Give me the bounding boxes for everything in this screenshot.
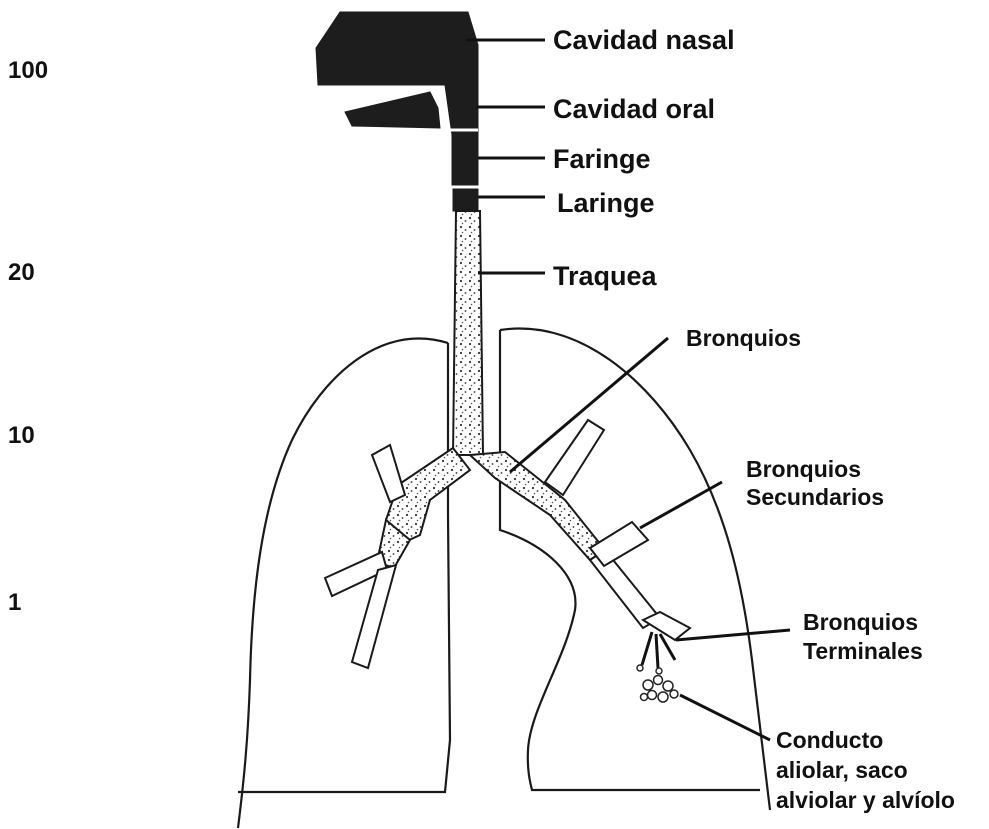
leader-bronquios-secundarios bbox=[640, 482, 722, 528]
scale-value-1: 1 bbox=[8, 589, 21, 616]
label-bronquios-terminales-line1: Bronquios bbox=[803, 609, 918, 635]
right-main-bronchus bbox=[470, 452, 605, 560]
label-bronquios-terminales-line2: Terminales bbox=[803, 638, 923, 664]
scale-axis: 100 20 10 1 bbox=[8, 57, 48, 616]
left-lung-mediastinal-edge bbox=[238, 343, 450, 792]
lungs bbox=[238, 329, 770, 828]
right-lung-mediastinal-edge bbox=[500, 330, 760, 790]
labels: Cavidad nasal Cavidad oral Faringe Larin… bbox=[553, 25, 955, 813]
label-traquea: Traquea bbox=[553, 261, 658, 291]
label-bronquios: Bronquios bbox=[686, 325, 801, 351]
upper-airway bbox=[316, 12, 478, 211]
scale-value-20: 20 bbox=[8, 259, 35, 286]
label-bronquios-secundarios-line1: Bronquios bbox=[746, 456, 861, 482]
label-laringe: Laringe bbox=[557, 188, 655, 218]
nasal-cavity bbox=[316, 12, 478, 185]
trachea bbox=[453, 211, 483, 455]
terminal-bronchi bbox=[637, 612, 690, 674]
label-bronquios-secundarios-line2: Secundarios bbox=[746, 484, 884, 510]
right-secondary-bronchus bbox=[590, 522, 648, 566]
alveoli-cluster bbox=[641, 676, 679, 703]
left-upper-lobar-bronchus bbox=[372, 445, 405, 502]
oral-cavity bbox=[345, 92, 440, 128]
scale-value-100: 100 bbox=[8, 57, 48, 84]
label-cavidad-oral: Cavidad oral bbox=[553, 94, 715, 124]
label-cavidad-nasal: Cavidad nasal bbox=[553, 25, 735, 55]
scale-value-10: 10 bbox=[8, 422, 35, 449]
label-conducto-line1: Conducto bbox=[776, 727, 883, 753]
label-conducto-line2: aliolar, saco bbox=[776, 757, 908, 783]
right-upper-lobar-bronchus bbox=[545, 420, 604, 495]
leader-bronquios-terminales bbox=[676, 630, 790, 640]
label-faringe: Faringe bbox=[553, 144, 651, 174]
right-lung-outline bbox=[500, 329, 770, 810]
larynx bbox=[453, 189, 478, 211]
label-conducto-line3: alviolar y alvíolo bbox=[776, 787, 955, 813]
